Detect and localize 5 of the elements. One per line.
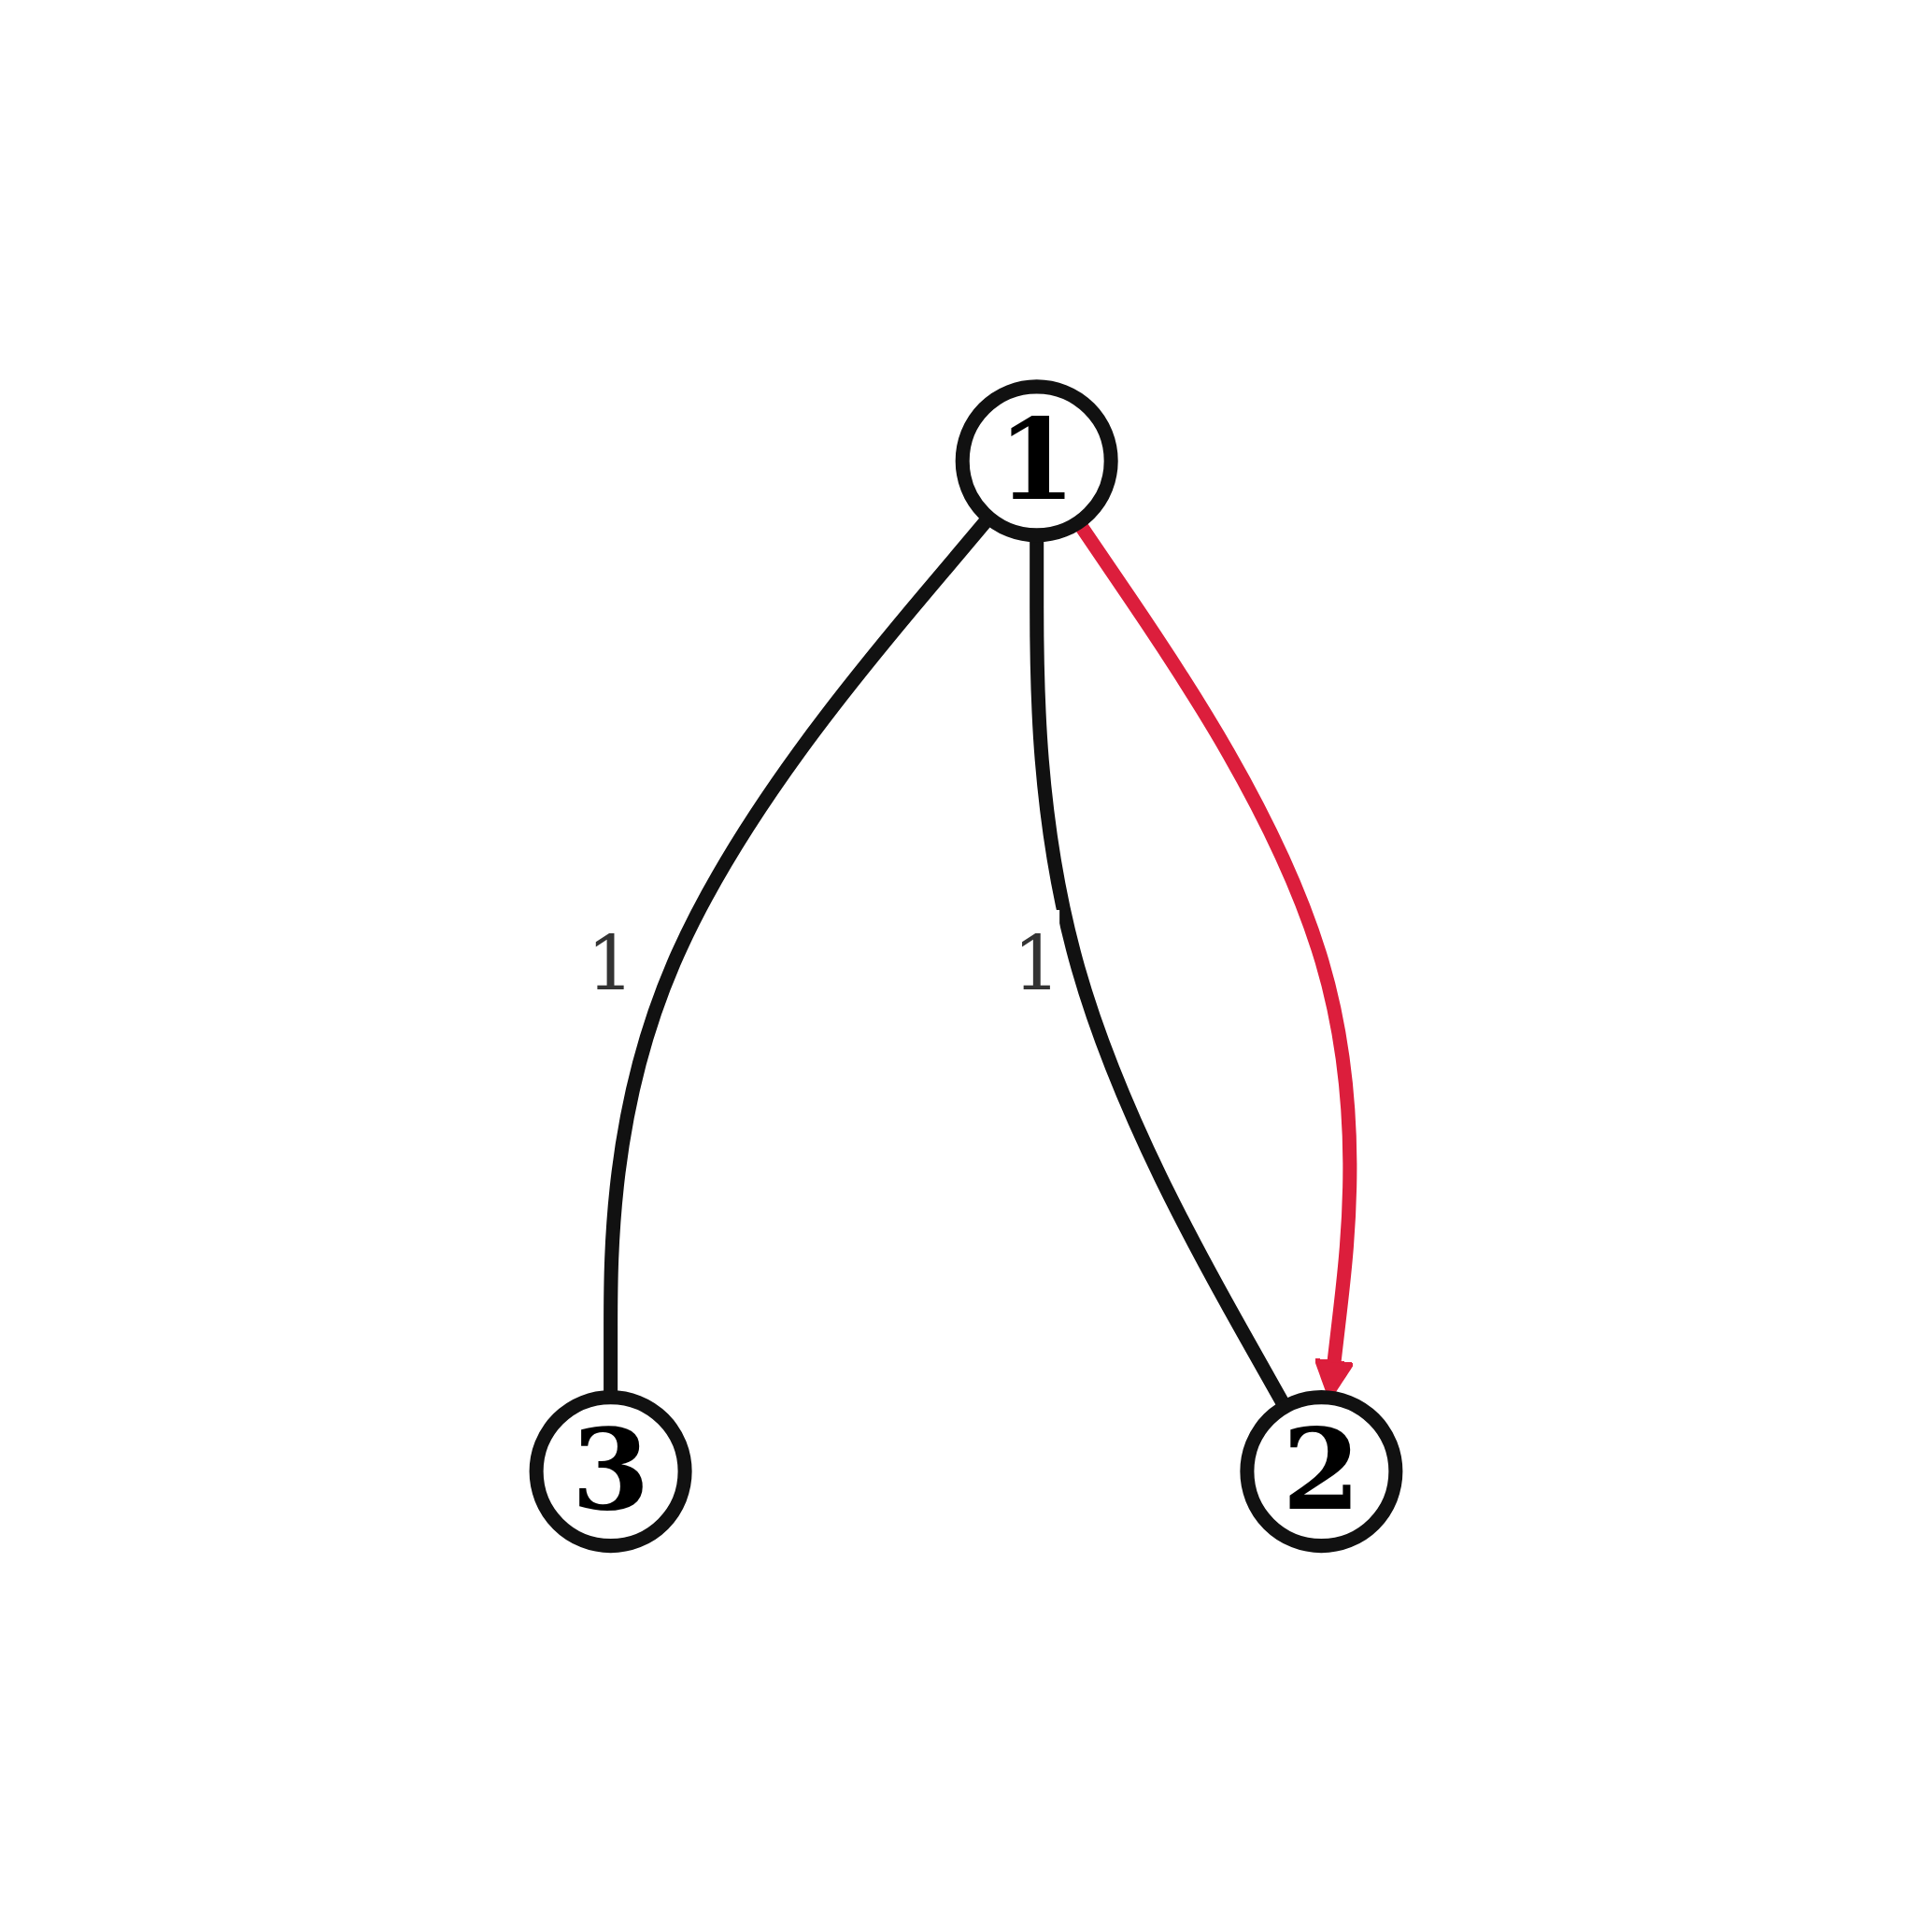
node-circle: 2	[1240, 1389, 1403, 1553]
edge-label: 1	[587, 918, 635, 1009]
edge-label: 1	[1013, 918, 1061, 1009]
node-circle: 1	[955, 379, 1118, 543]
node-circle: 3	[529, 1389, 692, 1553]
